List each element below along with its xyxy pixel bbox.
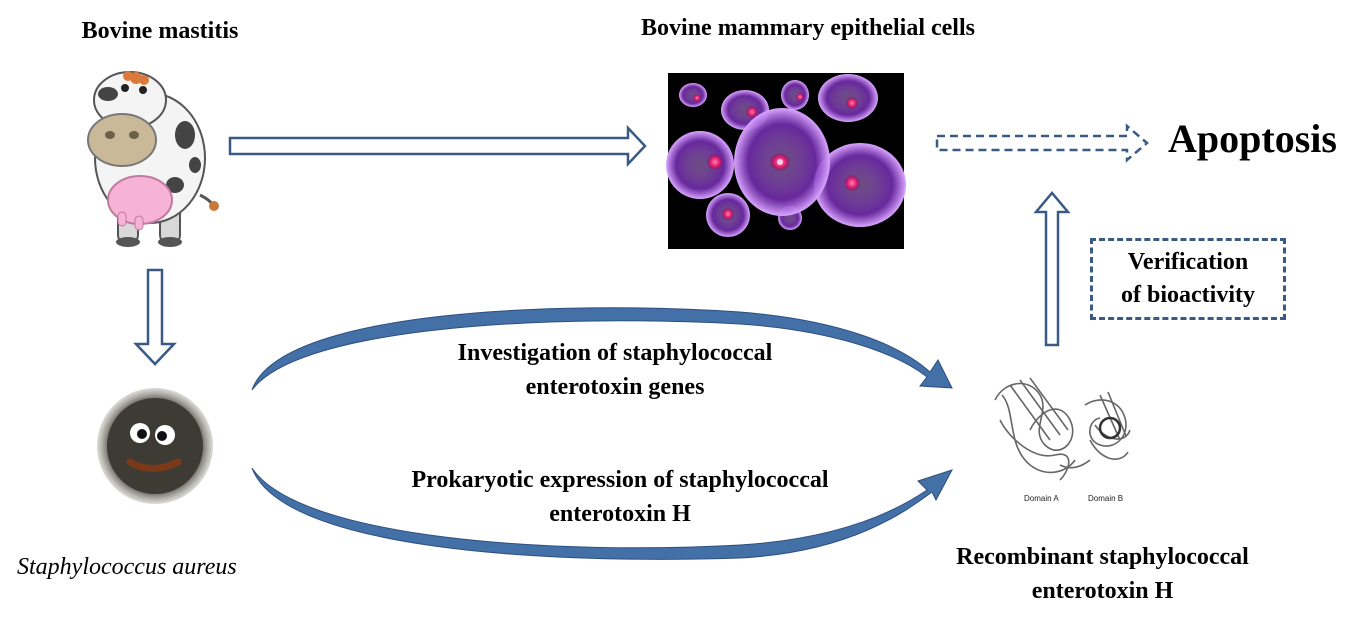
label-prokaryotic-expression: Prokaryotic expression of staphylococcal… xyxy=(350,463,890,531)
verification-box: Verification of bioactivity xyxy=(1090,238,1286,320)
label-investigation: Investigation of staphylococcal enteroto… xyxy=(380,336,850,404)
arrow-recombinant-to-apoptosis xyxy=(1033,191,1071,347)
verification-line1: Verification xyxy=(1127,249,1249,275)
epithelial-cells-micrograph xyxy=(666,73,906,249)
verification-line2: of bioactivity xyxy=(1121,282,1255,308)
arrow-mastitis-to-bacterium xyxy=(133,268,177,366)
arrow-cells-to-apoptosis xyxy=(935,123,1149,163)
curved-arrow-expression xyxy=(251,467,954,560)
curved-arrow-investigation xyxy=(251,307,953,391)
label-staphylococcus-aureus: Staphylococcus aureus xyxy=(17,554,237,580)
label-domain-b: Domain B xyxy=(1088,494,1124,503)
fuzzy-bacterium-icon xyxy=(97,388,213,504)
label-domain-a: Domain A xyxy=(1024,494,1059,503)
label-bovine-mastitis: Bovine mastitis xyxy=(81,18,239,44)
label-investigation-line2: enterotoxin genes xyxy=(525,374,705,400)
label-recombinant-line2: enterotoxin H xyxy=(1031,578,1174,604)
arrow-mastitis-to-cells xyxy=(228,124,647,168)
label-prokaryotic-line2: enterotoxin H xyxy=(549,501,691,527)
label-investigation-line1: Investigation of staphylococcal xyxy=(457,340,773,366)
label-recombinant-line1: Recombinant staphylococcal xyxy=(956,544,1249,570)
protein-structure-ribbon xyxy=(994,377,1131,481)
label-apoptosis: Apoptosis xyxy=(1168,116,1337,161)
cartoon-cow-icon xyxy=(87,71,219,247)
label-bovine-mammary-epithelial-cells: Bovine mammary epithelial cells xyxy=(641,15,975,41)
label-recombinant-seh: Recombinant staphylococcal enterotoxin H xyxy=(910,540,1295,608)
label-prokaryotic-line1: Prokaryotic expression of staphylococcal xyxy=(411,467,829,493)
